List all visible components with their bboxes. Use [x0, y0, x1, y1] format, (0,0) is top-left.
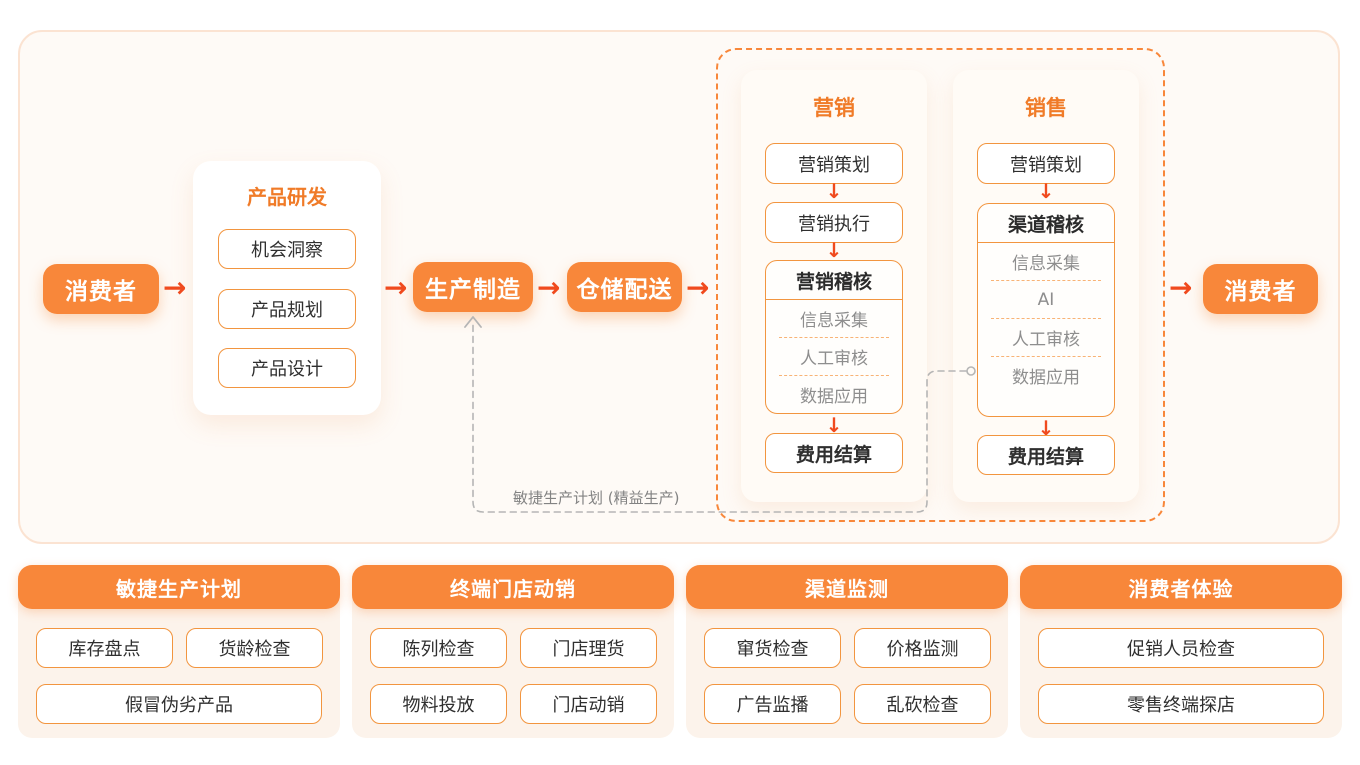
node-warehouse-distribution: 仓储配送: [567, 262, 682, 312]
marketing-card: 营销 营销策划 ↓ 营销执行 ↓ 营销稽核 信息采集 人工审核 数据应用 ↓ 费…: [741, 70, 927, 502]
node-expense-settlement: 费用结算: [765, 433, 903, 473]
node-inventory-count: 库存盘点: [36, 628, 173, 668]
node-marketing-planning: 营销策划: [977, 143, 1115, 184]
node-product-planning: 产品规划: [218, 289, 356, 329]
audit-subitem: 人工审核: [800, 349, 868, 369]
node-fleeing-goods-check: 窜货检查: [704, 628, 841, 668]
node-store-sell-through: 门店动销: [520, 684, 657, 724]
channel-audit-title: 渠道稽核: [978, 204, 1114, 243]
arrow-down-icon: ↓: [1037, 179, 1055, 203]
node-marketing-planning: 营销策划: [765, 143, 903, 184]
node-material-placement: 物料投放: [370, 684, 507, 724]
marketing-sales-zone: [716, 48, 1165, 522]
node-display-check: 陈列检查: [370, 628, 507, 668]
audit-subitem: 信息采集: [1012, 254, 1080, 274]
node-marketing-execution: 营销执行: [765, 202, 903, 243]
arrow-right-icon: →: [686, 271, 710, 304]
arrow-down-icon: ↓: [825, 238, 843, 262]
card-agile-production-plan: 敏捷生产计划 库存盘点 货龄检查 假冒伪劣产品: [18, 565, 340, 738]
audit-subitem: 人工审核: [1012, 330, 1080, 350]
product-rd-card: 产品研发 机会洞察 产品规划 产品设计: [193, 161, 381, 415]
card-title: 消费者体验: [1020, 565, 1342, 609]
card-title: 渠道监测: [686, 565, 1008, 609]
audit-subitem: AI: [1037, 289, 1055, 310]
dashed-divider: [991, 318, 1101, 319]
marketing-audit-title: 营销稽核: [766, 261, 902, 300]
node-counterfeit-products: 假冒伪劣产品: [36, 684, 322, 724]
node-opportunity-insight: 机会洞察: [218, 229, 356, 269]
arrow-right-icon: →: [163, 271, 187, 304]
arrow-down-icon: ↓: [1037, 416, 1055, 440]
node-expense-settlement: 费用结算: [977, 435, 1115, 475]
node-store-merchandising: 门店理货: [520, 628, 657, 668]
arrow-right-icon: →: [384, 271, 408, 304]
sales-title: 销售: [1025, 96, 1067, 120]
marketing-audit-box: 营销稽核 信息采集 人工审核 数据应用: [765, 260, 903, 414]
dashed-divider: [991, 280, 1101, 281]
arrow-down-icon: ↓: [825, 179, 843, 203]
node-promoter-check: 促销人员检查: [1038, 628, 1324, 668]
node-consumer-left: 消费者: [43, 264, 159, 314]
arrow-down-icon: ↓: [825, 413, 843, 437]
feedback-label: 敏捷生产计划 (精益生产): [513, 489, 680, 507]
arrow-right-icon: →: [1169, 271, 1193, 304]
card-title: 终端门店动销: [352, 565, 674, 609]
node-production: 生产制造: [413, 262, 533, 312]
marketing-title: 营销: [813, 96, 855, 120]
sales-card: 销售 营销策划 ↓ 渠道稽核 信息采集 AI 人工审核 数据应用 ↓ 费用结算: [953, 70, 1139, 502]
arrow-right-icon: →: [537, 271, 561, 304]
card-consumer-experience: 消费者体验 促销人员检查 零售终端探店: [1020, 565, 1342, 738]
node-stock-age-check: 货龄检查: [186, 628, 323, 668]
audit-subitem: 数据应用: [1012, 368, 1080, 388]
card-channel-monitoring: 渠道监测 窜货检查 价格监测 广告监播 乱砍检查: [686, 565, 1008, 738]
audit-subitem: 数据应用: [800, 387, 868, 407]
product-rd-title: 产品研发: [247, 185, 327, 209]
node-consumer-right: 消费者: [1203, 264, 1318, 314]
dashed-divider: [991, 356, 1101, 357]
node-price-slashing-check: 乱砍检查: [854, 684, 991, 724]
channel-audit-box: 渠道稽核 信息采集 AI 人工审核 数据应用: [977, 203, 1115, 417]
audit-subitem: 信息采集: [800, 311, 868, 331]
card-title: 敏捷生产计划: [18, 565, 340, 609]
node-price-monitoring: 价格监测: [854, 628, 991, 668]
card-store-sales: 终端门店动销 陈列检查 门店理货 物料投放 门店动销: [352, 565, 674, 738]
node-retail-store-visit: 零售终端探店: [1038, 684, 1324, 724]
node-product-design: 产品设计: [218, 348, 356, 388]
node-ad-monitoring: 广告监播: [704, 684, 841, 724]
